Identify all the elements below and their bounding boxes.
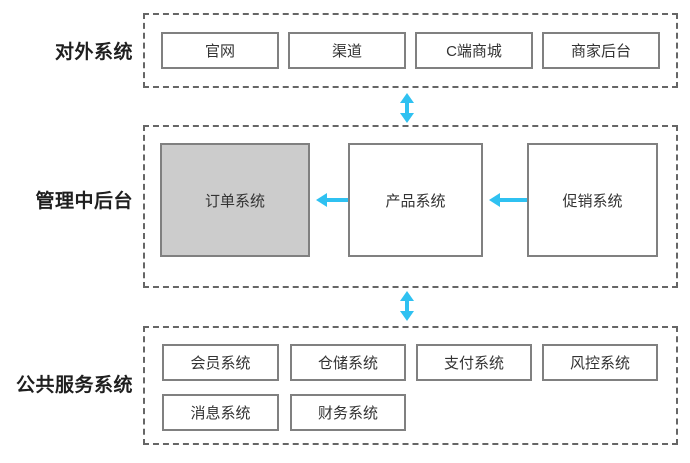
section-label-external-systems: 对外系统: [54, 42, 133, 63]
node-merchant-backend: 商家后台: [542, 32, 660, 69]
double-arrow-vertical-icon: [400, 291, 414, 321]
node-label: C端商城: [446, 43, 502, 60]
node-promotion-system: 促销系统: [527, 143, 658, 257]
node-risk-control-system: 风控系统: [542, 344, 658, 381]
public-services-group: [143, 326, 678, 445]
node-c-mall: C端商城: [415, 32, 533, 69]
node-warehouse-system: 仓储系统: [290, 344, 406, 381]
node-label: 风控系统: [569, 355, 630, 372]
left-arrow-icon: [489, 193, 527, 207]
node-label: 促销系统: [562, 192, 623, 210]
node-label: 会员系统: [190, 355, 251, 372]
left-arrow-icon: [316, 193, 348, 207]
node-finance-system: 财务系统: [290, 394, 406, 431]
node-channel: 渠道: [288, 32, 406, 69]
node-member-system: 会员系统: [162, 344, 279, 381]
node-message-system: 消息系统: [162, 394, 279, 431]
node-label: 消息系统: [190, 405, 251, 422]
node-official-website: 官网: [161, 32, 279, 69]
node-label: 支付系统: [443, 355, 504, 372]
node-order-system: 订单系统: [160, 143, 310, 257]
node-label: 商家后台: [570, 43, 631, 60]
node-payment-system: 支付系统: [416, 344, 532, 381]
node-label: 财务系统: [317, 405, 378, 422]
double-arrow-vertical-icon: [400, 93, 414, 123]
node-label: 渠道: [331, 43, 362, 60]
node-label: 订单系统: [204, 192, 265, 210]
management-backend-group: [143, 125, 678, 288]
section-label-management-backend: 管理中后台: [35, 191, 133, 212]
node-product-system: 产品系统: [348, 143, 483, 257]
node-label: 产品系统: [385, 192, 446, 210]
node-label: 仓储系统: [317, 355, 378, 372]
section-label-public-services: 公共服务系统: [15, 375, 133, 396]
node-label: 官网: [204, 43, 235, 60]
external-systems-group: [143, 13, 678, 88]
